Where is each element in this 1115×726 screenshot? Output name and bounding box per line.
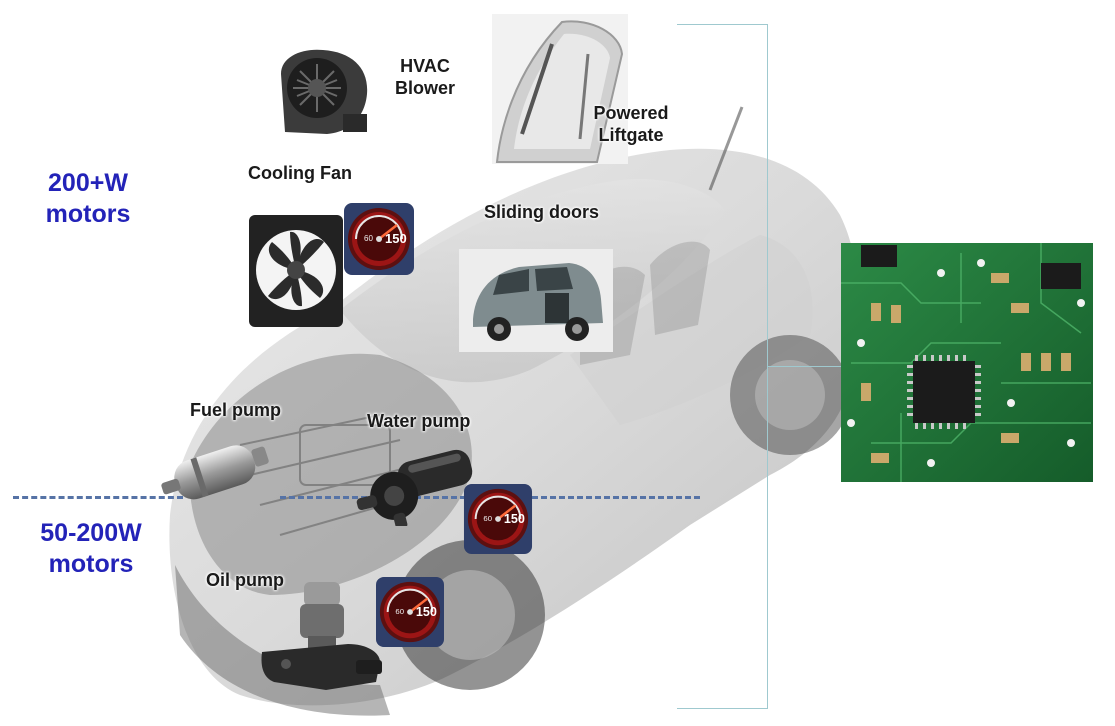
cooling-fan-label: Cooling Fan: [248, 163, 352, 183]
hvac-label-line1: HVAC: [400, 56, 450, 76]
sliding-doors-image: [459, 249, 613, 352]
fuel-pump-image: [161, 445, 269, 500]
sliding-doors-label: Sliding doors: [484, 202, 599, 222]
gauge-low-mark: 60: [364, 234, 373, 243]
bracket-top: [677, 24, 768, 25]
hvac-blower-image: [281, 49, 368, 135]
category-label-high-power: 200+W motors: [13, 168, 163, 230]
gauge-reading: 150: [416, 605, 437, 619]
gauge-low-mark: 60: [395, 607, 404, 616]
gauge-reading: 150: [385, 231, 407, 246]
category-high-line2: motors: [45, 200, 131, 228]
bracket-connector: [767, 366, 842, 367]
fuel-pump-label: Fuel pump: [190, 400, 281, 420]
gauge-low-mark: 60: [483, 514, 492, 523]
liftgate-label-line1: Powered: [593, 103, 669, 123]
hvac-blower-label: HVAC Blower: [388, 55, 462, 99]
oil-pump-label: Oil pump: [206, 570, 284, 590]
cooling-fan-image: [249, 215, 343, 327]
oil-pump-image: [261, 582, 382, 690]
gauge-icon: 60 150: [344, 203, 414, 275]
liftgate-label: Powered Liftgate: [582, 102, 680, 146]
gauge-reading: 150: [504, 512, 525, 526]
hvac-label-line2: Blower: [394, 78, 455, 98]
category-high-line1: 200+W: [48, 169, 128, 197]
gauge-icon: 60 150: [463, 484, 533, 554]
power-class-separator-left: [13, 496, 183, 499]
liftgate-label-line2: Liftgate: [598, 125, 664, 145]
motor-controller-pcb-image: [841, 243, 1093, 482]
gauge-icon: 60 150: [376, 577, 444, 647]
liftgate-image: [492, 14, 628, 164]
category-low-line2: motors: [48, 550, 134, 578]
category-low-line1: 50-200W: [40, 519, 142, 547]
car-illustration: [169, 106, 859, 716]
bracket-bottom: [677, 708, 768, 709]
water-pump-image: [356, 449, 473, 526]
water-pump-label: Water pump: [367, 411, 471, 431]
category-label-low-power: 50-200W motors: [16, 518, 166, 580]
